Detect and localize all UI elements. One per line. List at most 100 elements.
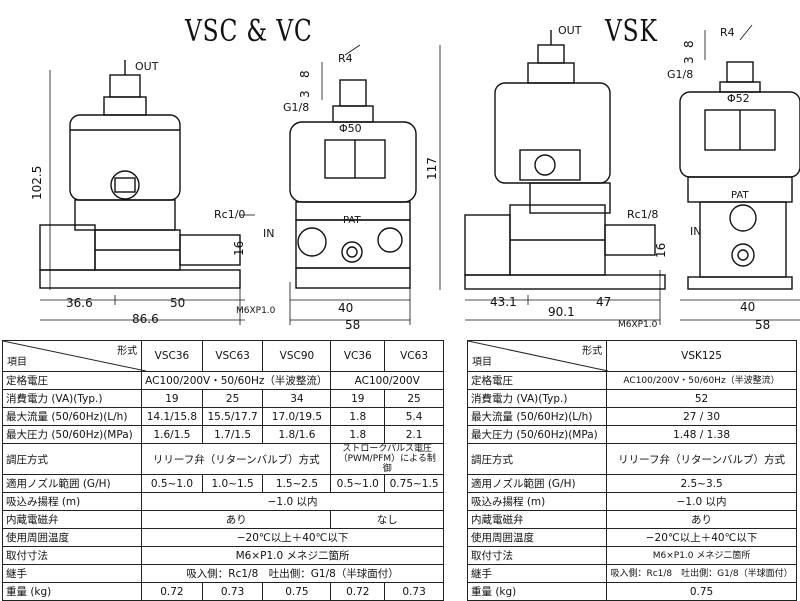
row-label: 使用周囲温度	[466, 528, 608, 547]
cell-value: 17.0/19.5	[262, 407, 332, 426]
spec-table-vsc-vc: 形式 項目 VSC36 VSC63 VSC90 VC36 VC63 定格電圧 A…	[1, 340, 444, 601]
cell-value: 0.75~1.5	[384, 474, 444, 493]
header-item-label: 項目	[472, 357, 492, 368]
row-fitting: 継手 吸入側：Rc1/8 吐出側：G1/8（半球面付）	[1, 564, 444, 583]
model-vc36: VC36	[330, 340, 386, 372]
row-label: 調圧方式	[1, 443, 143, 475]
row-label: 適用ノズル範囲 (G/H)	[1, 474, 143, 493]
cell-mount: M6×P1.0 メネジ二箇所	[141, 546, 444, 565]
row-label: 消費電力 (VA)(Typ.)	[1, 389, 143, 408]
header-form-label: 形式	[117, 346, 138, 357]
row-suction: 吸込み揚程 (m) −1.0 以内	[1, 492, 444, 511]
row-label: 適用ノズル範囲 (G/H)	[466, 474, 608, 493]
model-vc63: VC63	[384, 340, 444, 372]
model-vsk125: VSK125	[606, 340, 797, 372]
cell-suction: −1.0 以内	[606, 492, 797, 511]
pump-line-drawings	[39, 24, 800, 325]
cell-value: 27 / 30	[606, 407, 797, 426]
cell-value: 1.0~1.5	[201, 474, 264, 493]
cell-temp: −20℃以上＋40℃以下	[606, 528, 797, 547]
header-corner-cell: 形式 項目	[1, 340, 146, 372]
row-mount: 取付寸法 M6×P1.0 メネジ二箇所	[466, 546, 797, 565]
row-weight: 重量 (kg) 0.75	[466, 582, 797, 601]
vsc-front-view	[289, 44, 417, 325]
cell-value: 34	[262, 389, 332, 408]
row-label: 最大圧力 (50/60Hz)(MPa)	[466, 425, 608, 444]
row-label: 消費電力 (VA)(Typ.)	[466, 389, 608, 408]
row-power: 消費電力 (VA)(Typ.) 19 25 34 19 25	[1, 389, 444, 408]
cell-value: 1.6/1.5	[141, 425, 203, 444]
header-item-label: 項目	[7, 357, 27, 368]
label-r4-vsk: R4	[720, 26, 735, 39]
row-weight: 重量 (kg) 0.72 0.73 0.75 0.72 0.73	[1, 582, 444, 601]
cell-value: 0.5~1.0	[330, 474, 386, 493]
row-voltage: 定格電圧 AC100/200V・50/60Hz（半波整流） AC100/200V	[1, 371, 444, 390]
model-vsc36: VSC36	[141, 340, 203, 372]
cell-voltage-vsc: AC100/200V・50/60Hz（半波整流）	[141, 371, 332, 390]
label-rc18: Rc1/8	[627, 208, 659, 221]
label-dim-3: 3	[298, 90, 312, 98]
label-width-901: 90.1	[548, 305, 575, 319]
label-width-866: 86.6	[132, 312, 159, 326]
label-pat: PAT	[343, 215, 361, 226]
cell-valve-vsc: あり	[141, 510, 332, 529]
row-temp: 使用周囲温度 −20℃以上＋40℃以下	[1, 528, 444, 547]
technical-drawing-area: VSC & VC VSK OUT R4 8 3 G1/8 Φ50 Rc1/0 I…	[30, 14, 800, 332]
row-label: 吸込み揚程 (m)	[1, 492, 143, 511]
cell-mount: M6×P1.0 メネジ二箇所	[606, 546, 797, 565]
cell-value: 1.8	[330, 407, 386, 426]
row-label: 最大圧力 (50/60Hz)(MPa)	[1, 425, 143, 444]
row-pressure: 最大圧力 (50/60Hz)(MPa) 1.6/1.5 1.7/1.5 1.8/…	[1, 425, 444, 444]
label-phi50: Φ50	[339, 122, 362, 135]
label-m6-vsk: M6XP1.0	[618, 320, 658, 330]
label-width-40-vsk: 40	[740, 300, 756, 314]
header-form-label: 形式	[582, 346, 603, 357]
cell-regulation-vc: ストロークパルス電圧（PWM/PFM）による制御	[330, 443, 444, 475]
cell-regulation: リリーフ弁（リターンバルブ）方式	[606, 443, 797, 475]
label-m6: M6XP1.0	[236, 306, 276, 316]
cell-value: 1.48 / 1.38	[606, 425, 797, 444]
row-label: 取付寸法	[466, 546, 608, 565]
label-g18-vsk: G1/8	[667, 68, 694, 81]
cell-value: 1.5~2.5	[262, 474, 332, 493]
title-vsk: VSK	[605, 14, 658, 49]
row-label: 使用周囲温度	[1, 528, 143, 547]
row-power: 消費電力 (VA)(Typ.) 52	[466, 389, 797, 408]
row-label: 定格電圧	[466, 371, 608, 390]
row-regulation: 調圧方式 リリーフ弁（リターンバルブ）方式	[466, 443, 797, 475]
cell-value: 25	[201, 389, 264, 408]
cell-valve: あり	[606, 510, 797, 529]
cell-value: 25	[384, 389, 444, 408]
row-flow: 最大流量 (50/60Hz)(L/h) 14.1/15.8 15.5/17.7 …	[1, 407, 444, 426]
row-label: 継手	[466, 564, 608, 583]
cell-value: 0.75	[606, 582, 797, 601]
row-voltage: 定格電圧 AC100/200V・50/60Hz（半波整流）	[466, 371, 797, 390]
label-dim-8: 8	[298, 70, 312, 78]
cell-regulation-vsc: リリーフ弁（リターンバルブ）方式	[141, 443, 332, 475]
row-flow: 最大流量 (50/60Hz)(L/h) 27 / 30	[466, 407, 797, 426]
cell-voltage-vc: AC100/200V	[330, 371, 444, 390]
label-dim-8-vsk: 8	[682, 40, 696, 48]
header-corner-cell-vsk: 形式 項目	[466, 340, 608, 372]
cell-fitting: 吸入側：Rc1/8 吐出側：G1/8（半球面付）	[141, 564, 444, 583]
label-width-58-vsk: 58	[755, 318, 771, 332]
label-g18: G1/8	[283, 101, 310, 114]
row-label: 取付寸法	[1, 546, 143, 565]
label-height-102: 102.5	[30, 165, 44, 200]
label-in: IN	[263, 227, 275, 240]
cell-voltage: AC100/200V・50/60Hz（半波整流）	[606, 371, 797, 390]
cell-fitting: 吸入側：Rc1/8 吐出側：G1/8（半球面付）	[606, 564, 797, 583]
label-width-50: 50	[170, 296, 186, 310]
row-nozzle: 適用ノズル範囲 (G/H) 2.5~3.5	[466, 474, 797, 493]
row-valve: 内蔵電磁弁 あり なし	[1, 510, 444, 529]
row-fitting: 継手 吸入側：Rc1/8 吐出側：G1/8（半球面付）	[466, 564, 797, 583]
label-width-431: 43.1	[490, 295, 517, 309]
cell-value: 0.72	[141, 582, 203, 601]
row-valve: 内蔵電磁弁 あり	[466, 510, 797, 529]
vsc-side-view	[39, 60, 255, 325]
label-in-vsk: IN	[690, 225, 702, 238]
cell-suction: −1.0 以内	[141, 492, 444, 511]
cell-value: 14.1/15.8	[141, 407, 203, 426]
cell-value: 0.75	[262, 582, 332, 601]
row-label: 吸込み揚程 (m)	[466, 492, 608, 511]
